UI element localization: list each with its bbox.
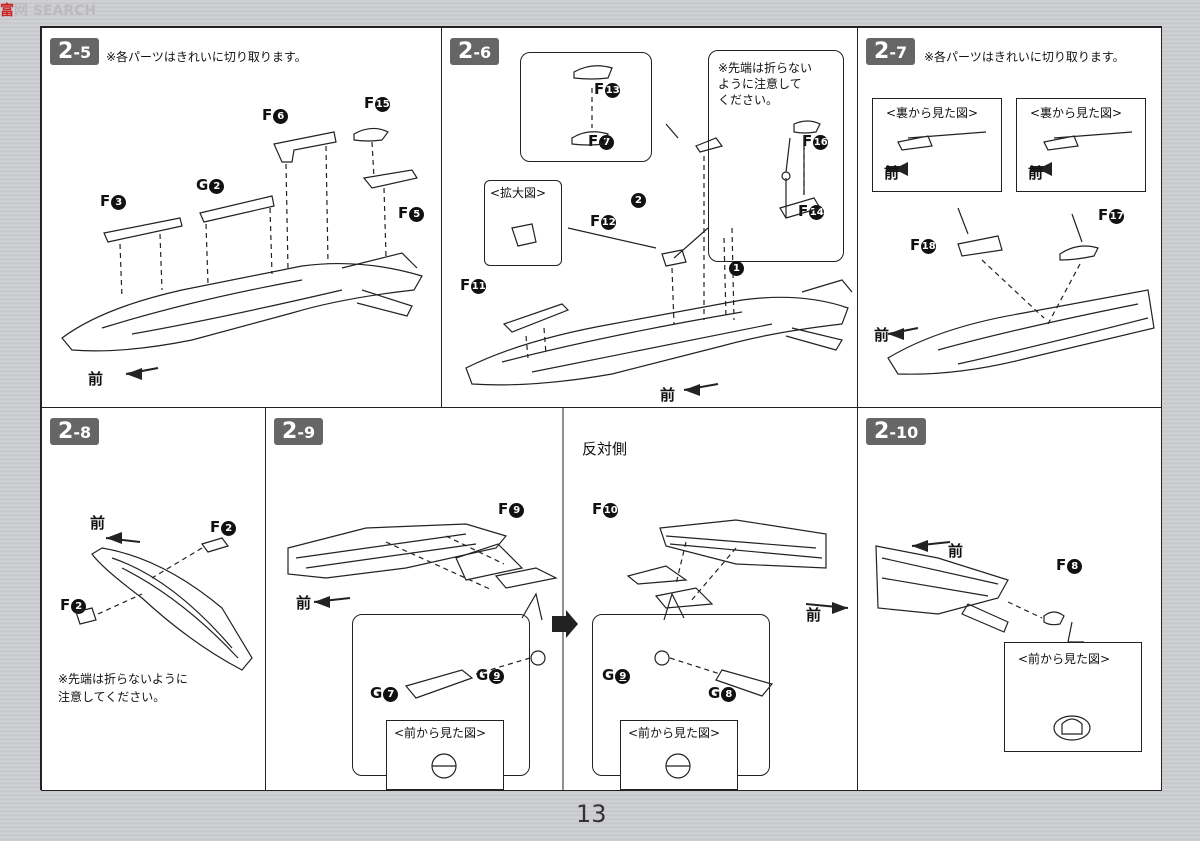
cut-note: ※各パーツはきれいに切り取ります。	[106, 50, 307, 64]
callout-f13-f7	[520, 52, 652, 162]
tip-caution: ※先端は折らない ように注意して ください。	[718, 61, 813, 107]
ship-assembly-drawing	[875, 540, 1091, 741]
front-view-title: <前から見た図>	[1018, 652, 1111, 666]
ship-assembly-drawing	[465, 65, 853, 396]
site-watermark: 富网 SEARCH	[0, 3, 97, 19]
ship-assembly-drawing	[61, 127, 423, 380]
step-number: 2-9	[274, 418, 324, 445]
front-marker: 前	[88, 370, 104, 388]
front-view-title-left: <前から見た図>	[394, 726, 487, 740]
front-marker: 前	[874, 326, 890, 344]
front-marker: 前	[90, 514, 106, 532]
back-view-box-left	[872, 98, 1002, 192]
page-number: 13	[576, 800, 607, 828]
front-marker-back-left: 前	[884, 164, 900, 182]
panel-divider	[562, 408, 564, 790]
step-number: 2-8	[50, 418, 100, 445]
step-number: 2-7	[866, 38, 916, 65]
front-marker: 前	[660, 386, 676, 404]
back-view-title-right: <裏から見た図>	[1030, 106, 1123, 120]
tip-caution: ※先端は折らないように 注意してください。	[58, 672, 188, 704]
ship-assembly-drawing	[287, 519, 849, 779]
step-number: 2-6	[450, 38, 500, 65]
zoom-callout	[484, 180, 562, 266]
back-view-title-left: <裏から見た図>	[886, 106, 979, 120]
callout-f16-f14	[708, 50, 844, 262]
front-marker-left: 前	[296, 594, 312, 612]
ship-assembly-drawing	[75, 532, 253, 671]
step-number: 2-5	[50, 38, 100, 65]
cut-note: ※各パーツはきれいに切り取ります。	[924, 50, 1125, 64]
back-view-box-right	[1016, 98, 1146, 192]
front-marker-right: 前	[806, 606, 822, 624]
front-marker: 前	[948, 542, 964, 560]
opposite-side-title: 反対側	[582, 440, 628, 458]
panel-step-2-7: 2-7 ※各パーツはきれいに切り取ります。 <裏から見た図> <裏から見た図> …	[857, 27, 1162, 409]
front-marker-back-right: 前	[1028, 164, 1044, 182]
step-number: 2-10	[866, 418, 927, 445]
front-view-title-right: <前から見た図>	[628, 726, 721, 740]
ship-assembly-drawing	[886, 131, 1155, 375]
sequence-2: 2	[630, 190, 646, 208]
zoom-title: <拡大図>	[490, 186, 547, 200]
